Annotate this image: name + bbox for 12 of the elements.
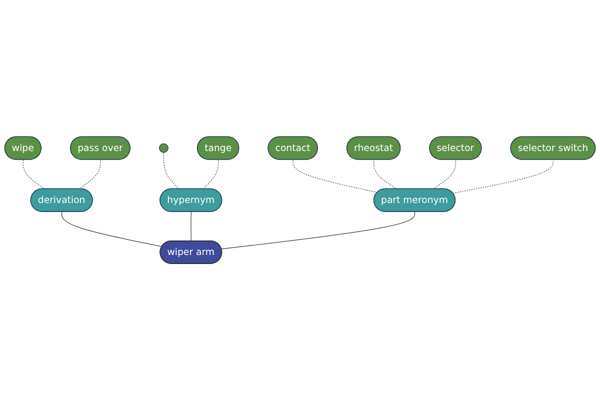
connector	[452, 159, 554, 194]
connector	[432, 159, 456, 190]
connector	[163, 152, 180, 190]
connector	[190, 211, 192, 242]
connector	[373, 159, 398, 190]
node-circle	[159, 143, 168, 153]
connector	[62, 211, 162, 247]
connector	[221, 211, 416, 250]
connector	[292, 159, 378, 193]
connector	[78, 159, 101, 190]
connector	[202, 159, 219, 190]
connector	[22, 159, 46, 190]
